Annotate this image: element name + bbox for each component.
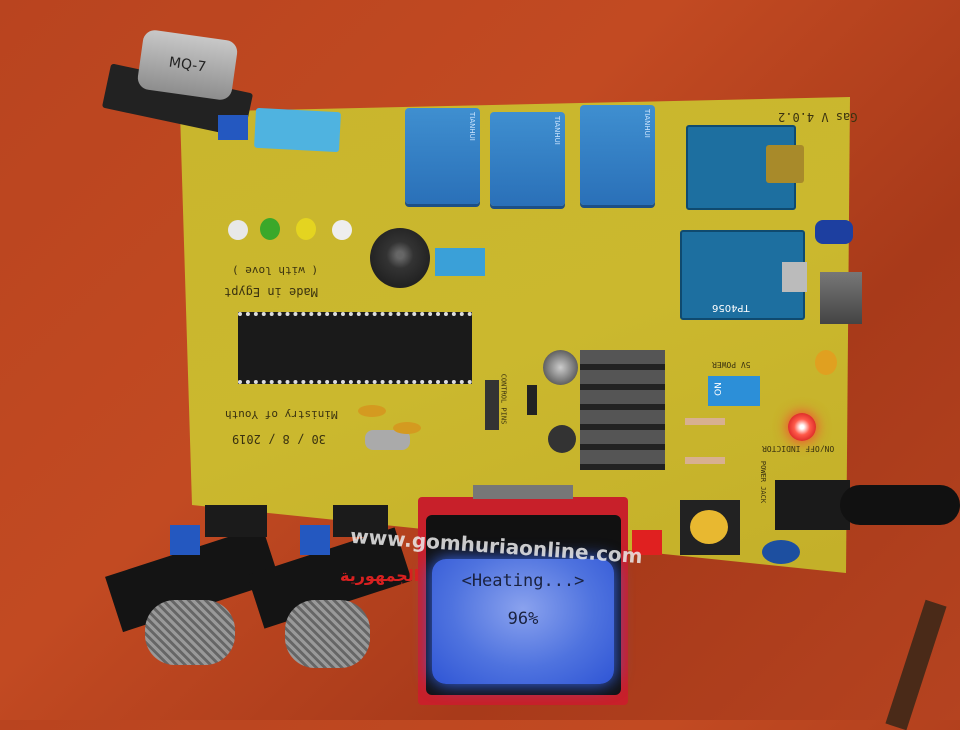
resistor-r7 xyxy=(685,418,725,425)
electrolytic-capacitor xyxy=(543,350,578,385)
capacitor-c3 xyxy=(393,422,421,434)
power-cable xyxy=(840,485,960,525)
small-capacitor xyxy=(548,425,576,453)
ministry-text: Ministry of Youth xyxy=(225,408,338,421)
gas-sensor-1-header xyxy=(205,505,267,537)
lcd-header-pins xyxy=(473,485,573,499)
made-in-egypt-text: Made in Egypt xyxy=(224,285,318,299)
gas-sensor-2-cylinder xyxy=(285,600,370,668)
push-button-cap xyxy=(690,510,728,544)
led-d3-green xyxy=(260,218,280,240)
dip-switch-on-label: ON xyxy=(713,382,724,396)
gas-sensor-1-cylinder xyxy=(145,600,235,665)
relay-3: TIANHUI xyxy=(580,105,655,205)
capacitor-blue xyxy=(815,220,853,244)
wooden-stick xyxy=(885,599,947,730)
lcd-screen: <Heating...> 96% xyxy=(432,559,614,684)
charger-module-1 xyxy=(686,125,804,210)
tp4056-label: TP4056 xyxy=(712,302,750,313)
heatsink xyxy=(580,350,665,470)
version-text: Gas V 4.0.2 xyxy=(778,110,858,124)
red-dip-switch xyxy=(632,530,662,555)
lcd-line-2: 96% xyxy=(507,609,539,629)
blue-potentiometer xyxy=(218,115,248,140)
indicator-label: ON/OFF INDICTOR xyxy=(762,444,835,453)
relay-1: TIANHUI xyxy=(405,108,480,204)
gas-sensor-1-pot xyxy=(170,525,200,555)
microcontroller-ic xyxy=(238,312,472,384)
gas-sensor-2-header xyxy=(333,505,388,537)
diode xyxy=(527,385,537,415)
power-jack-label: POWER JACK xyxy=(759,460,768,504)
voltage-regulator xyxy=(820,272,862,324)
control-pins-label: CONTROL PINS xyxy=(499,373,508,425)
relay-2: TIANHUI xyxy=(490,112,565,206)
on-off-indicator-led xyxy=(788,413,816,441)
dc-power-jack xyxy=(775,480,850,530)
mq7-label: MQ-7 xyxy=(167,54,208,76)
capacitor-c4 xyxy=(358,405,386,417)
watermark-logo: الجمهورية xyxy=(340,566,420,585)
led-d4 xyxy=(228,220,248,240)
crystal xyxy=(365,430,410,450)
charger-module-2: TP4056 xyxy=(680,230,807,320)
with-love-text: ( with love ) xyxy=(232,264,319,277)
gas-sensor-2-pot xyxy=(300,525,330,555)
led-d2-yellow xyxy=(296,218,316,240)
control-pins-header xyxy=(485,380,499,430)
resistor-r6 xyxy=(685,457,725,464)
led-d1 xyxy=(332,220,352,240)
dht11-sensor xyxy=(254,107,341,153)
dip-switch[interactable]: ON xyxy=(708,376,760,406)
buzzer xyxy=(370,228,430,288)
yellow-led xyxy=(815,350,837,375)
jumper-header xyxy=(435,248,485,276)
micro-usb-port xyxy=(782,262,807,292)
date-text: 30 / 8 / 2019 xyxy=(232,432,326,446)
lcd-module: <Heating...> 96% xyxy=(418,485,628,705)
usb-port xyxy=(766,145,804,183)
push-button[interactable] xyxy=(680,500,740,555)
blue-capacitor-bottom xyxy=(762,540,800,564)
power-switch-label: 5V POWER xyxy=(712,360,751,369)
lcd-line-1: <Heating...> xyxy=(461,571,585,591)
